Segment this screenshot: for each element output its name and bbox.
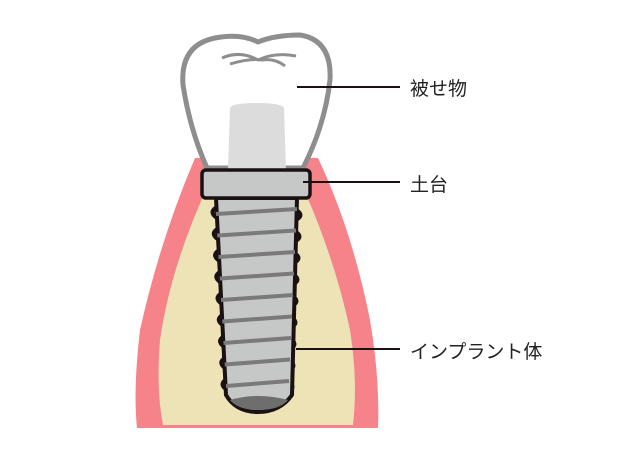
thread-line bbox=[222, 314, 293, 324]
thread-line bbox=[218, 250, 296, 259]
thread-line bbox=[217, 228, 297, 238]
thread-line bbox=[215, 207, 298, 216]
implant-tip bbox=[230, 396, 288, 410]
thread-line bbox=[220, 293, 294, 302]
label-implant-body: インプラント体 bbox=[410, 341, 543, 363]
thread-line bbox=[219, 271, 295, 281]
thread-line bbox=[225, 379, 290, 388]
abutment-post bbox=[228, 103, 286, 170]
implant-thread-lines bbox=[215, 207, 298, 388]
thread-line bbox=[223, 336, 292, 345]
label-crown: 被せ物 bbox=[410, 78, 468, 100]
label-abutment: 土台 bbox=[410, 174, 449, 196]
crown-groove bbox=[221, 53, 297, 68]
abutment-collar bbox=[200, 168, 312, 200]
thread-line bbox=[224, 357, 291, 367]
